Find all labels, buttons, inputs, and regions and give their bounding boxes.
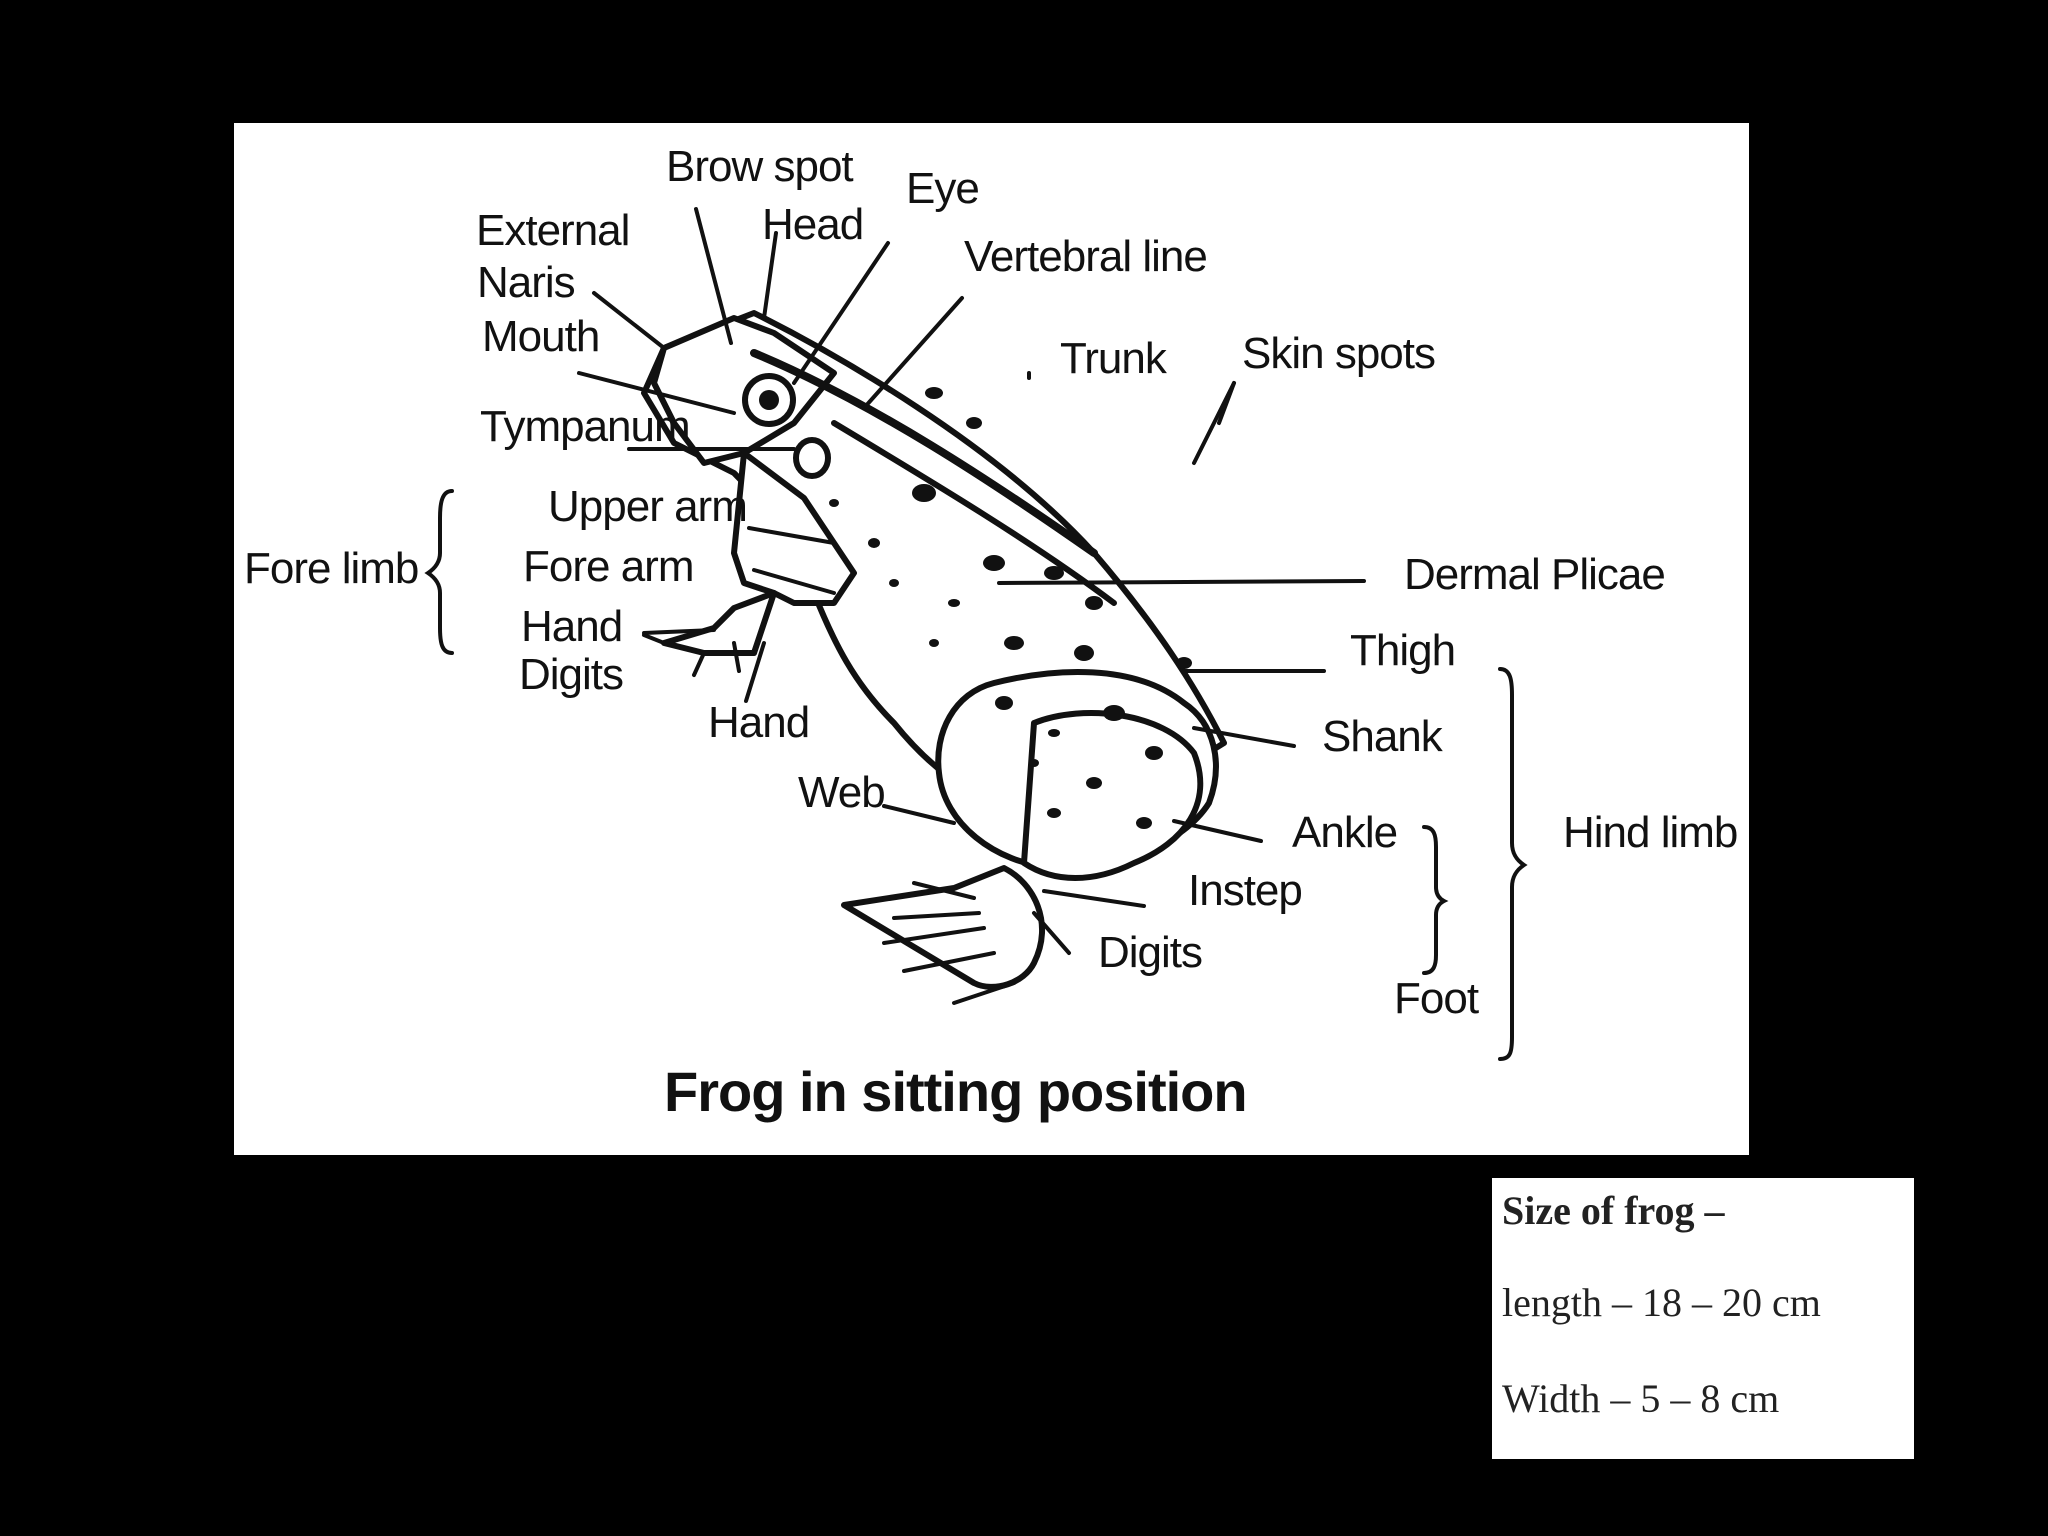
size-width: Width – 5 – 8 cm (1502, 1376, 1780, 1421)
label-naris: Naris (477, 258, 575, 307)
size-length: length – 18 – 20 cm (1502, 1280, 1821, 1325)
brace-fore-limb (424, 489, 454, 655)
frog-diagram: Brow spot Eye Head External Naris Verteb… (244, 142, 1738, 1123)
label-thigh: Thigh (1350, 626, 1455, 675)
label-hand-digits-2: Digits (519, 650, 623, 699)
brace-foot (1422, 825, 1449, 975)
label-skin-spots: Skin spots (1242, 329, 1435, 378)
label-foot: Foot (1394, 974, 1479, 1023)
label-hand-digits-1: Hand (521, 602, 622, 651)
label-instep: Instep (1188, 866, 1302, 915)
label-tympanum: Tympanum (480, 402, 690, 451)
label-trunk: Trunk (1060, 334, 1168, 383)
label-upper-arm: Upper arm (548, 482, 747, 531)
label-external: External (476, 206, 629, 255)
size-title: Size of frog – (1502, 1188, 1725, 1233)
label-mouth: Mouth (482, 312, 599, 361)
label-fore-limb: Fore limb (244, 544, 418, 593)
frog-illustration (641, 310, 1227, 1005)
diagram-caption: Frog in sitting position (664, 1060, 1247, 1123)
label-dermal-plicae: Dermal Plicae (1404, 550, 1665, 599)
brace-hind-limb (1498, 667, 1528, 1061)
label-digits: Digits (1098, 928, 1202, 977)
label-hand: Hand (708, 698, 809, 747)
label-eye: Eye (906, 164, 979, 213)
frog-diagram-panel: Brow spot Eye Head External Naris Verteb… (234, 123, 1749, 1155)
leader-lines (577, 207, 1366, 955)
label-shank: Shank (1322, 712, 1444, 761)
label-vertebral-line: Vertebral line (964, 232, 1207, 281)
label-hind-limb: Hind limb (1563, 808, 1737, 857)
frog-size-info-box: Size of frog – length – 18 – 20 cm Width… (1492, 1178, 1914, 1459)
label-head: Head (762, 200, 863, 249)
label-fore-arm: Fore arm (523, 542, 693, 591)
label-web: Web (798, 768, 885, 817)
label-ankle: Ankle (1292, 808, 1397, 857)
label-brow-spot: Brow spot (666, 142, 853, 191)
